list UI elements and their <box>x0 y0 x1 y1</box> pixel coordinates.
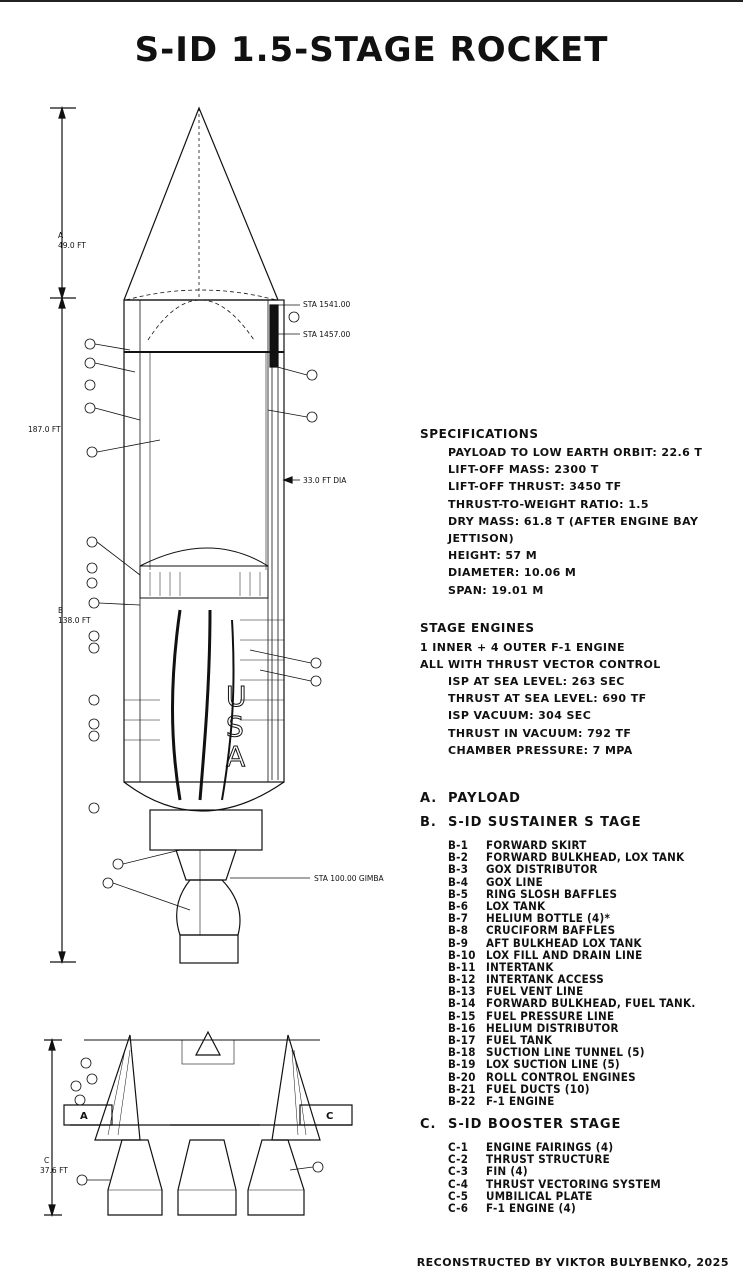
spec-item: DIAMETER: 10.06 M <box>448 566 577 580</box>
dim-b-value: 138.0 FT <box>58 616 91 625</box>
spec-item: SPAN: 19.01 M <box>448 583 544 597</box>
section-name: S-ID SUSTAINER S TAGE <box>448 815 642 830</box>
engine-general-item: ALL WITH THRUST VECTOR CONTROL <box>420 658 661 672</box>
credit-line: RECONSTRUCTED BY VIKTOR BULYBENKO, 2025 <box>416 1256 729 1269</box>
dim-c-letter: C <box>44 1156 49 1165</box>
stage-engines-general: 1 INNER + 4 OUTER F-1 ENGINE ALL WITH TH… <box>420 639 661 673</box>
usa-letter-u: U <box>226 680 247 713</box>
section-c-heading: C. S-ID BOOSTER STAGE <box>420 1117 621 1132</box>
sustainer-body <box>123 299 285 812</box>
booster-stage <box>63 1030 353 1216</box>
spec-item: DRY MASS: 61.8 T (AFTER ENGINE BAY <box>448 514 699 528</box>
spec-item: JETTISON) <box>448 531 515 545</box>
dim-c-value: 37.6 FT <box>40 1166 68 1175</box>
spec-item: LIFT-OFF MASS: 2300 T <box>448 463 599 477</box>
engine-general-item: 1 INNER + 4 OUTER F-1 ENGINE <box>420 641 625 654</box>
stage-engines-heading: STAGE ENGINES <box>420 621 535 635</box>
engine-bay <box>149 809 263 964</box>
station-lower-label: STA 1457.00 <box>303 330 351 339</box>
fin-a-label: A <box>80 1111 88 1122</box>
dim-a-value: 49.0 FT <box>58 241 86 250</box>
diameter-label: 33.0 FT DIA <box>303 476 347 485</box>
spec-item: THRUST-TO-WEIGHT RATIO: 1.5 <box>448 497 649 511</box>
stage-engines-list: ISP AT SEA LEVEL: 263 SEC THRUST AT SEA … <box>448 673 647 759</box>
payload-fairing <box>123 106 279 341</box>
section-name: S-ID BOOSTER STAGE <box>448 1117 622 1132</box>
dim-b-letter: B <box>58 606 63 615</box>
top-border <box>0 0 743 2</box>
section-b-heading: B. S-ID SUSTAINER S TAGE <box>420 815 642 830</box>
spec-item: LIFT-OFF THRUST: 3450 TF <box>448 480 622 494</box>
section-letter: A. <box>420 791 438 806</box>
engine-spec-item: THRUST IN VACUUM: 792 TF <box>448 726 632 740</box>
spec-item: PAYLOAD TO LOW EARTH ORBIT: 22.6 T <box>448 446 703 459</box>
section-letter: C. <box>420 1117 437 1132</box>
dim-total-value: 187.0 FT <box>28 425 61 434</box>
engine-spec-item: ISP AT SEA LEVEL: 263 SEC <box>448 675 625 688</box>
specifications-list: PAYLOAD TO LOW EARTH ORBIT: 22.6 T LIFT-… <box>448 444 702 599</box>
callout-bubbles <box>70 311 324 1186</box>
engine-spec-item: ISP VACUUM: 304 SEC <box>448 709 592 723</box>
section-letter: B. <box>420 815 437 830</box>
specifications-heading: SPECIFICATIONS <box>420 427 539 441</box>
dim-a-letter: A <box>58 231 64 240</box>
section-a-heading: A. PAYLOAD <box>420 791 521 806</box>
engine-spec-item: THRUST AT SEA LEVEL: 690 TF <box>448 692 647 706</box>
usa-letter-s: S <box>226 710 244 743</box>
engine-spec-item: CHAMBER PRESSURE: 7 MPA <box>448 743 633 757</box>
section-name: PAYLOAD <box>448 791 521 806</box>
page-title: S-ID 1.5-STAGE ROCKET <box>134 30 609 70</box>
station-gimbal-label: STA 100.00 GIMBA <box>314 874 385 883</box>
usa-letter-a: A <box>226 740 245 773</box>
station-upper-label: STA 1541.00 <box>303 300 351 309</box>
fin-c-label: C <box>326 1111 333 1122</box>
spec-item: HEIGHT: 57 M <box>448 549 538 563</box>
